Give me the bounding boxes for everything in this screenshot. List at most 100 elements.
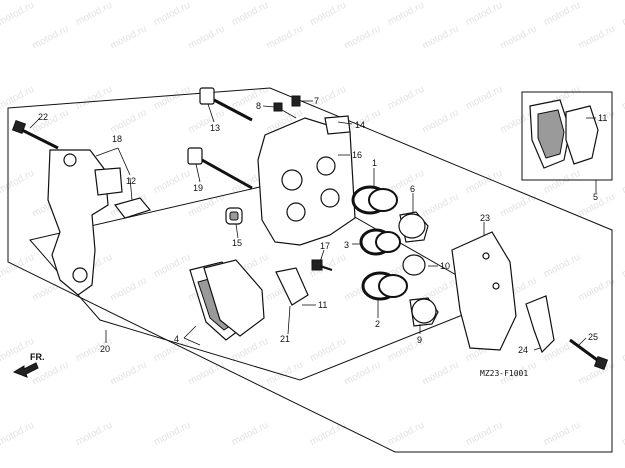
watermark-text: motod.ru (620, 168, 625, 196)
watermark-text: motod.ru (187, 107, 227, 135)
diagram-code: MZ23-F1001 (480, 369, 528, 378)
pad-shim-19 (451, 231, 517, 351)
watermark-text: motod.ru (187, 359, 227, 387)
watermark-text: motod.ru (0, 420, 36, 448)
callout-15: 15 (232, 238, 242, 248)
watermark-text: motod.ru (0, 252, 36, 280)
watermark-text: motod.ru (230, 420, 270, 448)
boot-15 (225, 207, 243, 225)
watermark-text: motod.ru (230, 0, 270, 28)
watermark-text: motod.ru (542, 252, 582, 280)
watermark-text: motod.ru (152, 84, 192, 112)
callout-9: 9 (417, 335, 422, 345)
brake-pads (189, 259, 265, 341)
callout-7: 7 (314, 96, 319, 106)
callout-25: 25 (588, 332, 598, 342)
watermark-text: motod.ru (109, 359, 149, 387)
callout-22: 24 (518, 345, 528, 355)
watermark-text: motod.ru (308, 420, 348, 448)
watermark-text: motod.ru (542, 0, 582, 28)
callout-21: 19 (193, 183, 203, 193)
watermark-text: motod.ru (0, 168, 36, 196)
watermark-text: motod.ru (31, 23, 71, 51)
watermark-text: motod.ru (464, 84, 504, 112)
watermark-text: motod.ru (343, 23, 383, 51)
watermark-text: motod.ru (421, 191, 461, 219)
pin-13 (199, 87, 253, 122)
pistons (398, 211, 439, 327)
callout-24: 22 (38, 112, 48, 122)
callout-17: 20 (100, 344, 110, 354)
watermark-text: motod.ru (152, 420, 192, 448)
watermark-text: motod.ru (620, 252, 625, 280)
inset-pads (529, 99, 599, 169)
bolt-25 (569, 338, 609, 371)
direction-arrow: FR. (12, 352, 45, 378)
bolt-24 (11, 119, 59, 150)
watermark-text: motod.ru (74, 0, 114, 28)
callout-labels: 22 18 12 13 19 15 8 7 14 16 1 6 3 2 10 9… (38, 96, 607, 355)
watermark-text: motod.ru (464, 0, 504, 28)
callout-1: 1 (372, 158, 377, 168)
watermark-text: motod.ru (577, 275, 617, 303)
caliper-body (257, 115, 356, 246)
watermark-text: motod.ru (343, 359, 383, 387)
watermark-text: motod.ru (308, 0, 348, 28)
watermark-text: motod.ru (109, 107, 149, 135)
caliper-bracket (47, 149, 123, 296)
watermark-text: motod.ru (265, 23, 305, 51)
callout-3: 3 (344, 240, 349, 250)
pad-spring-23 (275, 267, 309, 306)
callout-5: 5 (593, 192, 598, 202)
callout-11-inset: 11 (598, 113, 607, 123)
watermark-text: motod.ru (577, 23, 617, 51)
callout-14: 17 (320, 241, 330, 251)
callout-20: 18 (112, 134, 122, 144)
callout-16: 14 (355, 120, 365, 130)
watermark-text: motod.ru (620, 0, 625, 28)
callout-18: 16 (352, 150, 362, 160)
watermark-text: motod.ru (152, 252, 192, 280)
watermark-text: motod.ru (542, 168, 582, 196)
watermark-text: motod.ru (542, 420, 582, 448)
watermark-text: motod.ru (421, 23, 461, 51)
watermark-text: motod.ru (308, 336, 348, 364)
watermark-text: motod.ru (386, 84, 426, 112)
callout-12: 12 (126, 176, 136, 186)
watermark-text: motod.ru (421, 107, 461, 135)
callout-23: 21 (280, 334, 290, 344)
callout-6: 6 (410, 184, 415, 194)
watermark-text: motod.ru (386, 420, 426, 448)
watermark-text: motod.ru (0, 84, 36, 112)
watermark-text: motod.ru (74, 420, 114, 448)
inner-frame (29, 179, 502, 381)
callout-19: 23 (480, 213, 490, 223)
watermark-text: motod.ru (152, 168, 192, 196)
clip-12 (113, 197, 152, 219)
watermark-text: motod.ru (230, 336, 270, 364)
pin-21 (187, 147, 253, 190)
inset-frame (521, 91, 613, 181)
watermark-text: motod.ru (187, 23, 227, 51)
seal-rings (351, 185, 408, 301)
pin-14 (311, 259, 333, 271)
callout-8: 8 (256, 101, 261, 111)
watermark-text: motod.ru (152, 0, 192, 28)
watermark-text: motod.ru (464, 168, 504, 196)
watermark-text: motod.ru (499, 23, 539, 51)
watermark-text: motod.ru (386, 0, 426, 28)
direction-label: FR. (30, 352, 45, 362)
watermark-text: motod.ru (499, 191, 539, 219)
callout-11-pad-spring: 11 (318, 300, 327, 310)
callout-10: 10 (440, 261, 450, 271)
watermark-text: motod.ru (265, 359, 305, 387)
callout-13: 13 (210, 123, 220, 133)
watermark-text: motod.ru (0, 0, 36, 28)
leader-lines (29, 100, 597, 351)
callout-4: 4 (174, 334, 179, 344)
watermark-text: motod.ru (620, 420, 625, 448)
watermark-text: motod.ru (421, 359, 461, 387)
watermark-text: motod.ru (464, 420, 504, 448)
watermark-text: motod.ru (620, 336, 625, 364)
main-frame (7, 87, 613, 453)
